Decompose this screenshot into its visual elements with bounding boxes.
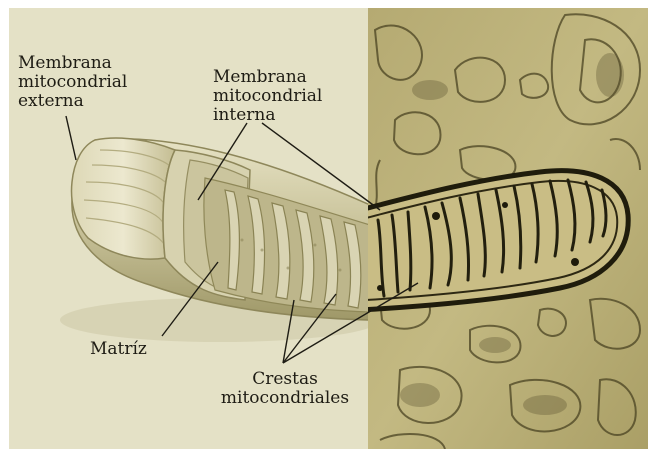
label-outer-membrane-line-2: mitocondrial xyxy=(18,73,127,92)
label-outer-membrane-line-3: externa xyxy=(18,92,127,111)
label-inner-membrane-line-2: mitocondrial xyxy=(213,87,322,106)
label-cristae-line-1: Crestas xyxy=(212,370,358,389)
label-matrix: Matríz xyxy=(90,340,147,359)
label-cristae-line-2: mitocondriales xyxy=(212,389,358,408)
label-matrix-text: Matríz xyxy=(90,340,147,359)
label-inner-membrane: Membrana mitocondrial interna xyxy=(213,68,322,125)
label-inner-membrane-line-1: Membrana xyxy=(213,68,322,87)
label-outer-membrane-line-1: Membrana xyxy=(18,54,127,73)
label-outer-membrane: Membrana mitocondrial externa xyxy=(18,54,127,111)
label-inner-membrane-line-3: interna xyxy=(213,106,322,125)
label-cristae: Crestas mitocondriales xyxy=(212,370,358,408)
